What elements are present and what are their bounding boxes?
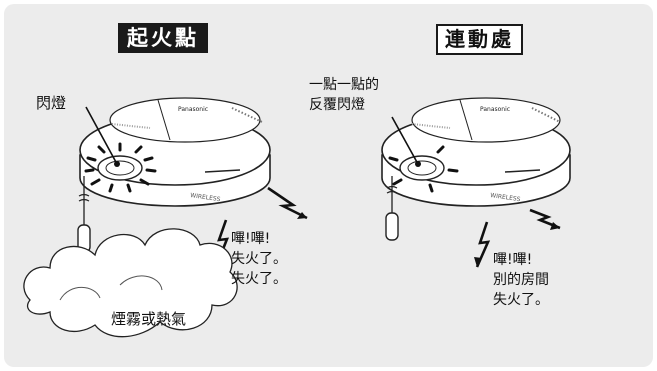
left-alarm-text: 嗶!嗶! 失火了。 失火了。 [231, 231, 287, 287]
left-brand-text: Panasonic [178, 106, 208, 113]
right-detector: Panasonic WIRELESS [381, 97, 571, 268]
heading-fire-origin: 起火點 [118, 23, 208, 53]
right-brand-text: Panasonic [480, 106, 510, 113]
left-model-text: WIRELESS [190, 192, 221, 203]
right-flash-rays [388, 145, 459, 193]
left-detector: Panasonic WIRELESS [77, 97, 308, 263]
right-model-text: WIRELESS [490, 192, 521, 203]
left-flash-label: 閃燈 [36, 94, 67, 112]
right-flash-label: 一點一點的 反覆閃燈 [309, 77, 379, 113]
right-alarm-text: 嗶!嗶! 別的房間 失火了。 [493, 252, 549, 308]
heading-linked-location: 連動處 [436, 24, 523, 55]
smoke-cloud [23, 228, 238, 338]
smoke-label: 煙霧或熱氣 [111, 310, 187, 328]
right-pull-cord [385, 212, 399, 241]
left-flash-rays [84, 142, 157, 193]
